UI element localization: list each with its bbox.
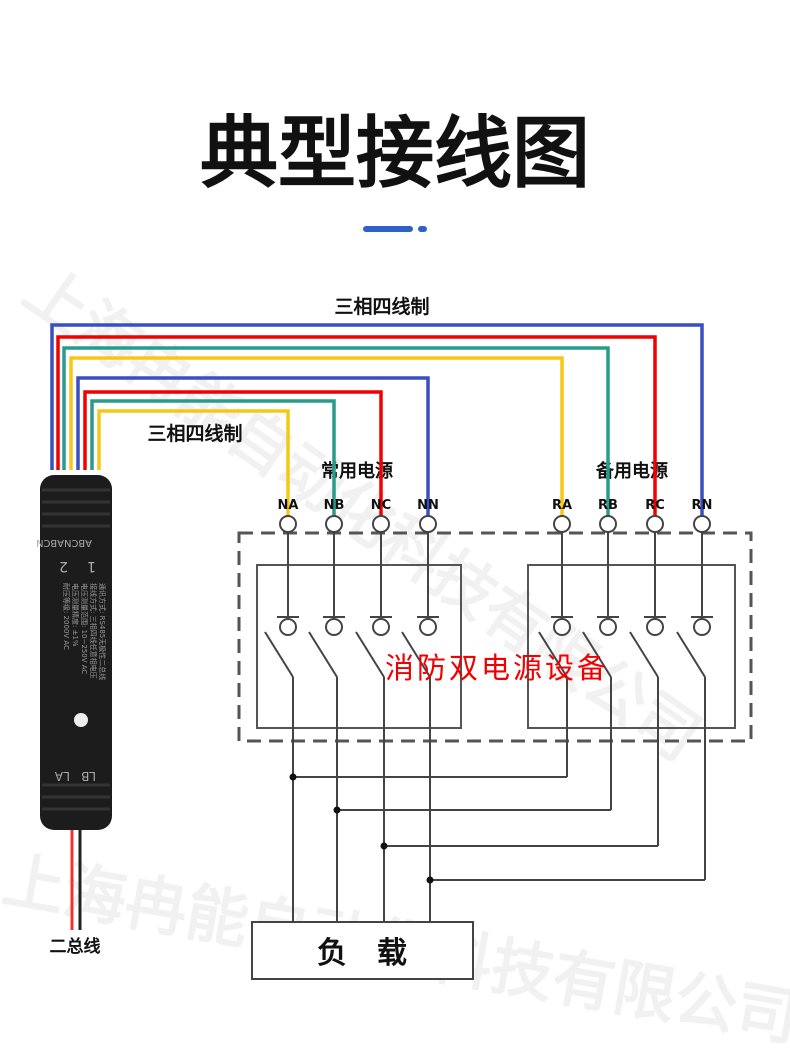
switch-blade bbox=[538, 631, 568, 678]
terminal-label: RA bbox=[552, 498, 572, 513]
contact bbox=[279, 618, 297, 636]
wire-5 bbox=[83, 390, 383, 516]
switch-blade bbox=[355, 631, 385, 678]
terminal-nc bbox=[372, 515, 390, 533]
switch-blade bbox=[308, 631, 338, 678]
switch-blade bbox=[264, 631, 294, 678]
load-label: 负 载 bbox=[317, 936, 407, 971]
normal-source-label: 常用电源 bbox=[321, 460, 393, 482]
junction-dot bbox=[380, 842, 388, 850]
device-spec-line: 通讯方式: RS485无极性二总线 bbox=[98, 583, 107, 680]
contact bbox=[372, 618, 390, 636]
terminal-label: NA bbox=[278, 498, 299, 513]
junction-dot bbox=[426, 876, 434, 884]
device-spec-line: 接线方式: 三相四线任意相电压 bbox=[89, 583, 98, 679]
device-phase2: ABCN bbox=[36, 537, 64, 548]
contact bbox=[419, 618, 437, 636]
device-spec-line: 耐压等级: 2000V AC bbox=[62, 583, 71, 650]
backup-source-label: 备用电源 bbox=[595, 460, 668, 482]
device-phase1: ABCN bbox=[64, 537, 92, 548]
wire-6 bbox=[90, 399, 336, 516]
monitoring-module: ABCN ABCN 1 2 LB LA 通讯方式: RS485无极性二总线接线方… bbox=[36, 475, 112, 830]
wire-7 bbox=[97, 409, 290, 516]
terminal-label: NC bbox=[371, 498, 391, 513]
contact bbox=[599, 618, 617, 636]
terminal-nb bbox=[325, 515, 343, 533]
page-title: 典型接线图 bbox=[200, 109, 590, 199]
wire-3 bbox=[69, 356, 564, 516]
wire-4 bbox=[76, 376, 430, 516]
terminal-rb bbox=[599, 515, 617, 533]
terminal-label: NN bbox=[417, 498, 439, 513]
status-led bbox=[74, 713, 88, 727]
terminal-rc bbox=[646, 515, 664, 533]
wire-2 bbox=[62, 346, 610, 516]
contact bbox=[693, 618, 711, 636]
terminals: NA NB NC NN RA RB RC RN bbox=[278, 498, 713, 513]
junction-dot bbox=[289, 773, 297, 781]
contact bbox=[553, 618, 571, 636]
device-port1: 1 bbox=[87, 558, 96, 574]
terminal-label: RC bbox=[645, 498, 665, 513]
equipment-label: 消防双电源设备 bbox=[385, 651, 609, 685]
contact bbox=[646, 618, 664, 636]
equipment-boundary bbox=[237, 531, 753, 743]
terminal-ra bbox=[553, 515, 571, 533]
backup-switch-box bbox=[527, 564, 736, 729]
device-spec-line: 电压测量范围: 10~250V AC bbox=[80, 583, 89, 674]
label-inner: 三相四线制 bbox=[147, 422, 242, 445]
switches bbox=[264, 515, 713, 922]
device-port2: 2 bbox=[59, 558, 68, 574]
terminal-rn bbox=[693, 515, 711, 533]
terminal-label: NB bbox=[324, 498, 345, 513]
normal-switch-box bbox=[256, 564, 462, 729]
terminal-label: RN bbox=[692, 498, 713, 513]
wires bbox=[50, 323, 704, 516]
device-spec-line: 电压测量精度: ±1% bbox=[71, 583, 80, 647]
bus-label: 二总线 bbox=[50, 936, 101, 957]
device-lb: LB bbox=[81, 769, 96, 783]
switch-blade bbox=[401, 631, 431, 678]
title-underline bbox=[363, 226, 413, 232]
contact bbox=[325, 618, 343, 636]
wire-1 bbox=[56, 335, 657, 516]
device-la: LA bbox=[54, 769, 70, 783]
wire-0 bbox=[50, 323, 704, 516]
terminal-na bbox=[279, 515, 297, 533]
terminal-label: RB bbox=[598, 498, 618, 513]
junction-dot bbox=[333, 806, 341, 814]
load-box bbox=[251, 921, 474, 980]
switch-blade bbox=[676, 631, 706, 678]
title-underline-dot bbox=[418, 226, 427, 232]
label-top: 三相四线制 bbox=[334, 295, 429, 318]
switch-blade bbox=[629, 631, 659, 678]
switch-blade bbox=[582, 631, 612, 678]
terminal-nn bbox=[419, 515, 437, 533]
